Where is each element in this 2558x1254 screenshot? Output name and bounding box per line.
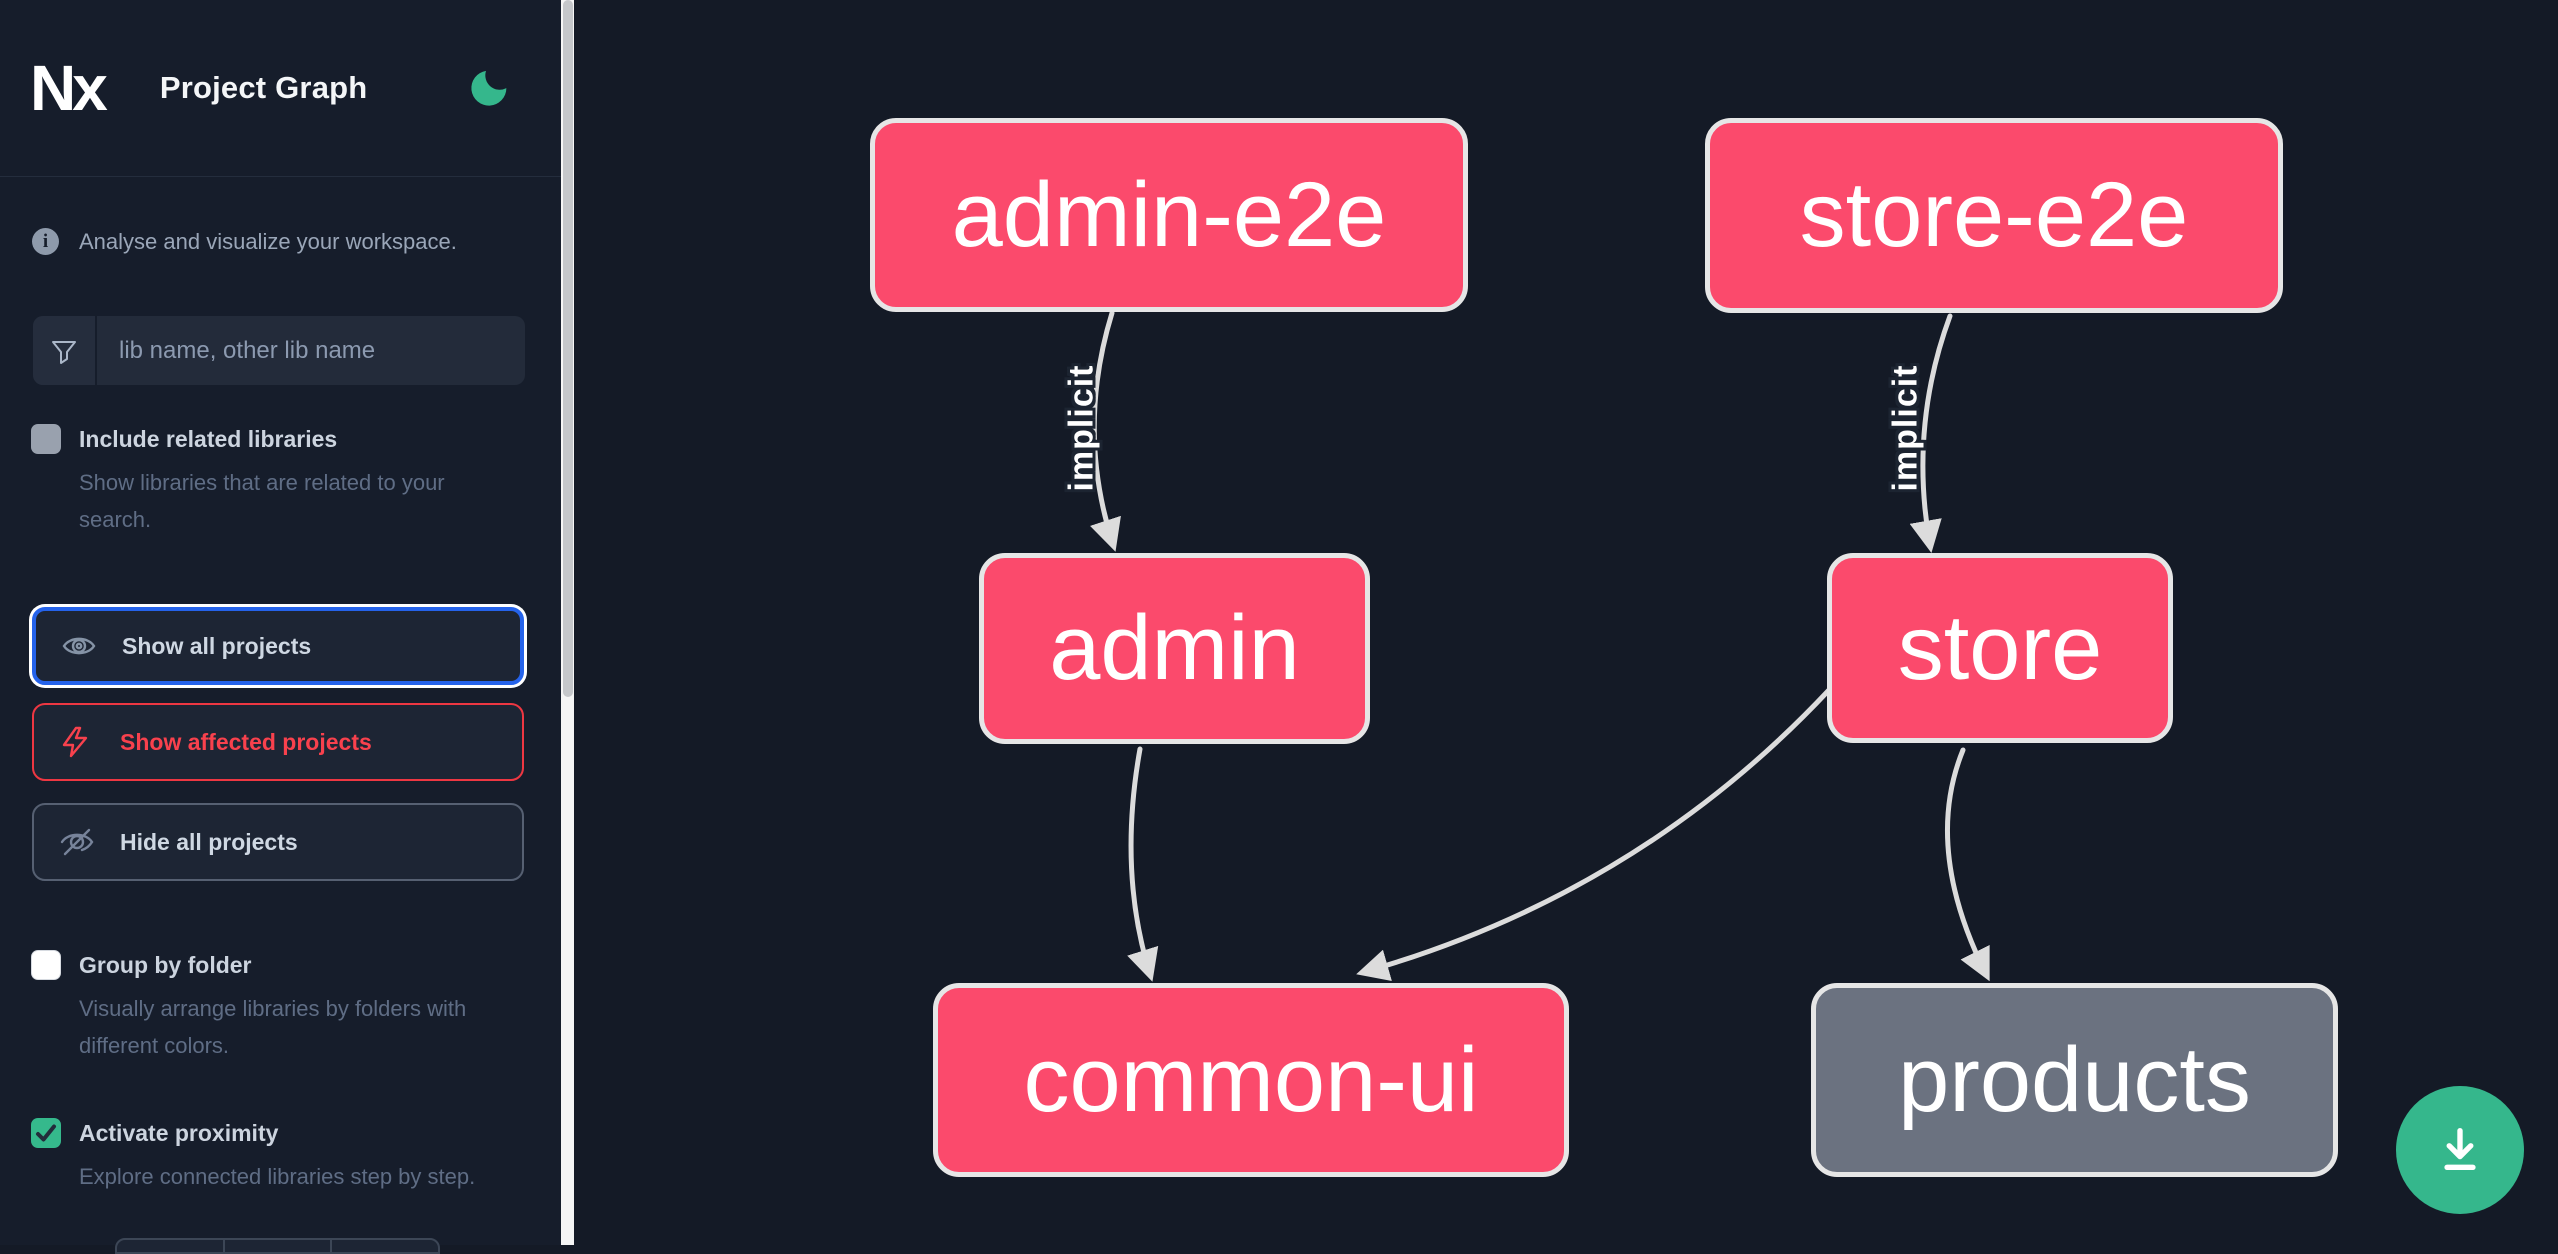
info-icon: i [32, 228, 59, 255]
toggle-include-related: Include related libraries Show libraries… [31, 422, 531, 538]
button-label: Hide all projects [120, 828, 298, 855]
download-graph-button[interactable] [2396, 1086, 2524, 1214]
toggle-group-by-folder: Group by folder Visually arrange librari… [31, 948, 531, 1064]
checkbox-include-related[interactable] [31, 424, 61, 454]
segmented-control-partial[interactable] [115, 1238, 440, 1254]
toggle-description: Visually arrange libraries by folders wi… [79, 996, 467, 1058]
download-icon [2432, 1121, 2488, 1180]
toggle-description: Show libraries that are related to your … [79, 470, 445, 532]
edge-label-implicit[interactable]: implicit [1062, 364, 1101, 492]
graph-node-store[interactable]: store [1827, 553, 2173, 743]
page-title: Project Graph [159, 70, 368, 105]
graph-node-common-ui[interactable]: common-ui [933, 983, 1569, 1177]
button-label: Show all projects [122, 632, 312, 659]
checkbox-group-by-folder[interactable] [31, 950, 61, 980]
eye-icon [62, 630, 98, 662]
theme-toggle-moon-icon[interactable] [466, 67, 508, 109]
workspace-info: i Analyse and visualize your workspace. [32, 228, 532, 255]
toggle-label: Activate proximity [79, 1120, 279, 1146]
button-label: Show affected projects [120, 728, 372, 755]
graph-node-admin[interactable]: admin [979, 553, 1370, 744]
search-input[interactable] [97, 316, 525, 385]
toggle-label: Include related libraries [79, 426, 338, 452]
toggle-activate-proximity: Activate proximity Explore connected lib… [31, 1116, 531, 1195]
hide-all-projects-button[interactable]: Hide all projects [32, 803, 524, 881]
eye-off-icon [60, 826, 96, 858]
toggle-label: Group by folder [79, 952, 252, 978]
sidebar-scrollbar-thumb[interactable] [562, 0, 573, 697]
show-all-projects-button[interactable]: Show all projects [32, 607, 524, 685]
info-text: Analyse and visualize your workspace. [79, 228, 457, 254]
edge-label-implicit[interactable]: implicit [1886, 364, 1925, 492]
show-affected-projects-button[interactable]: Show affected projects [32, 703, 524, 781]
sidebar: Nx Project Graph i Analyse and visualize… [0, 0, 562, 1254]
bolt-icon [60, 726, 96, 758]
nx-logo: Nx [30, 52, 108, 124]
graph-node-products[interactable]: products [1811, 983, 2338, 1177]
sidebar-header: Nx Project Graph [0, 0, 562, 177]
search-box [33, 316, 525, 385]
graph-node-admin-e2e[interactable]: admin-e2e [870, 118, 1468, 312]
toggle-description: Explore connected libraries step by step… [79, 1164, 476, 1189]
filter-funnel-icon [33, 316, 97, 385]
checkbox-activate-proximity[interactable] [31, 1118, 61, 1148]
graph-node-store-e2e[interactable]: store-e2e [1705, 118, 2283, 313]
sidebar-scrollbar-track[interactable] [561, 0, 574, 1245]
